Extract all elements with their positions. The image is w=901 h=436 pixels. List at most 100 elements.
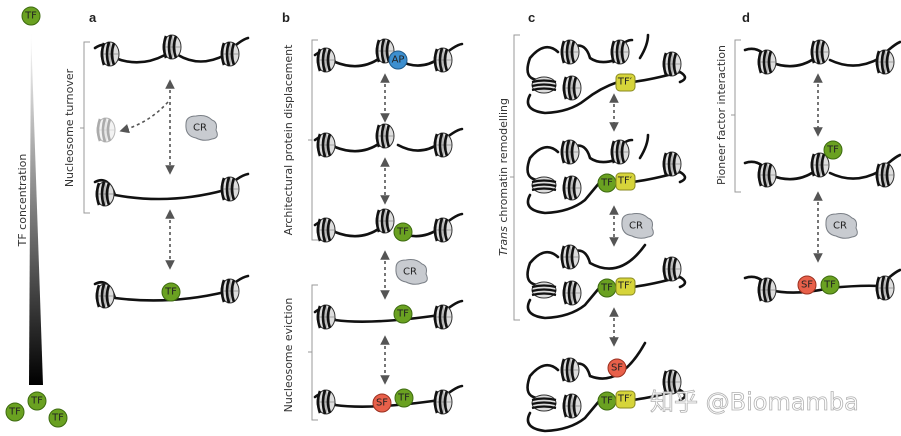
nucleosome-icon xyxy=(559,356,581,384)
nucleosome-icon xyxy=(559,243,581,271)
tf-factor-icon xyxy=(394,388,414,408)
tf-label: TF xyxy=(164,287,177,298)
looped-chromatin-row: TF′ xyxy=(526,33,687,115)
nucleosome-turnover-label: Nucleosome turnover xyxy=(63,68,76,187)
nucleosome-icon xyxy=(374,122,396,150)
tf-factor-icon xyxy=(21,6,41,26)
label-italic-part: Trans xyxy=(497,226,510,256)
nucleosome-eviction-label: Nucleosome eviction xyxy=(282,298,295,413)
bracket xyxy=(510,34,520,321)
settler-factor-icon xyxy=(372,393,392,413)
tf-factor-icon xyxy=(820,275,840,295)
watermark: 知乎 @Biomamba xyxy=(650,388,859,416)
nucleosome-icon xyxy=(219,175,241,203)
looped-chromatin-row: TF TF′ xyxy=(526,133,687,215)
tf-prime-icon xyxy=(615,172,636,191)
pioneer-tf-icon xyxy=(823,140,843,160)
nucleosome-icon xyxy=(561,392,583,420)
nucleosome-icon xyxy=(432,216,454,244)
cr-label: CR xyxy=(193,123,207,134)
nucleosome-icon xyxy=(756,48,778,76)
panel-label-b: b xyxy=(282,10,290,25)
trans-chromatin-remodelling-label: Trans chromatin remodelling xyxy=(497,98,510,256)
tf-factor-icon xyxy=(393,222,413,242)
looped-chromatin-row: TF TF′ xyxy=(526,243,687,320)
settler-factor-icon xyxy=(797,275,817,295)
nucleosome-icon xyxy=(609,38,631,66)
nucleosome-icon xyxy=(219,40,241,68)
nucleosome-icon xyxy=(315,303,337,331)
tf-factor-icon xyxy=(393,304,413,324)
panel-d: d Pioneer factor interaction TF CR SF TF xyxy=(715,10,901,304)
sf-label: SF xyxy=(611,363,623,374)
nucleosome-icon xyxy=(315,131,337,159)
tf-label: TF xyxy=(396,309,409,320)
nucleosome-icon xyxy=(374,207,396,235)
settler-factor-icon xyxy=(607,358,627,378)
panel-label-d: d xyxy=(742,10,750,25)
nucleosome-icon xyxy=(559,138,581,166)
cr-label: CR xyxy=(833,221,847,232)
tf-prime-label: TF′ xyxy=(617,394,633,405)
tf-concentration-label: TF concentration xyxy=(16,154,29,248)
concentration-wedge xyxy=(29,31,43,385)
tf-factor-icon xyxy=(27,391,47,411)
nucleosome-icon xyxy=(756,161,778,189)
tf-label: TF xyxy=(8,407,21,418)
nucleosome-icon xyxy=(661,255,683,283)
panel-label-c: c xyxy=(528,10,535,25)
tf-label: TF xyxy=(823,280,836,291)
bracket xyxy=(308,284,318,421)
panel-b: b Architectural protein displacement Nuc… xyxy=(282,10,464,421)
tf-prime-label: TF′ xyxy=(617,77,633,88)
nucleosome-icon xyxy=(315,46,337,74)
tf-prime-icon xyxy=(615,277,636,296)
sf-label: SF xyxy=(801,280,813,291)
nucleosome-icon xyxy=(756,276,778,304)
tf-prime-label: TF′ xyxy=(617,176,633,187)
sf-label: SF xyxy=(376,398,388,409)
nucleosome-icon xyxy=(661,50,683,78)
nucleosome-icon xyxy=(874,48,896,76)
nucleosome-icon xyxy=(432,131,454,159)
tf-factor-icon xyxy=(161,282,181,302)
nucleosome-icon xyxy=(530,175,558,195)
bracket xyxy=(80,41,90,214)
tf-label: TF xyxy=(51,413,64,424)
nucleosome-icon xyxy=(432,388,454,416)
ap-label: AP xyxy=(392,55,405,66)
nucleosome-icon xyxy=(874,274,896,302)
tf-top-label: TF xyxy=(24,11,37,22)
bracket xyxy=(731,39,741,193)
nucleosome-icon xyxy=(161,33,183,61)
nucleosome-icon xyxy=(315,216,337,244)
dna-strand xyxy=(526,341,687,433)
nucleosome-icon xyxy=(94,180,116,208)
nucleosome-icon xyxy=(219,277,241,305)
dna-strand xyxy=(526,133,687,215)
nucleosome-icon xyxy=(432,46,454,74)
nucleosome-icon xyxy=(561,174,583,202)
dna-strand xyxy=(526,33,687,115)
tf-label: TF xyxy=(600,283,613,294)
nucleosome-icon xyxy=(530,393,558,413)
nucleosome-icon xyxy=(561,74,583,102)
tf-prime-icon xyxy=(615,390,636,409)
nucleosome-icon xyxy=(609,138,631,166)
tf-concentration-gradient: TF TF concentration TF TF TF xyxy=(5,6,68,428)
tf-label: TF xyxy=(600,396,613,407)
tf-factor-icon xyxy=(48,408,68,428)
nucleosome-icon xyxy=(99,40,121,68)
nucleosome-icon xyxy=(94,282,116,310)
nucleosome-icon xyxy=(315,388,337,416)
tf-label: TF xyxy=(30,396,43,407)
panel-label-a: a xyxy=(89,10,97,25)
tf-factor-icon xyxy=(5,402,25,422)
nucleosome-icon xyxy=(661,150,683,178)
tf-label: TF xyxy=(600,178,613,189)
nucleosome-icon xyxy=(809,38,831,66)
nucleosome-icon xyxy=(874,161,896,189)
nucleosome-icon xyxy=(432,303,454,331)
tf-label: TF xyxy=(826,145,839,156)
